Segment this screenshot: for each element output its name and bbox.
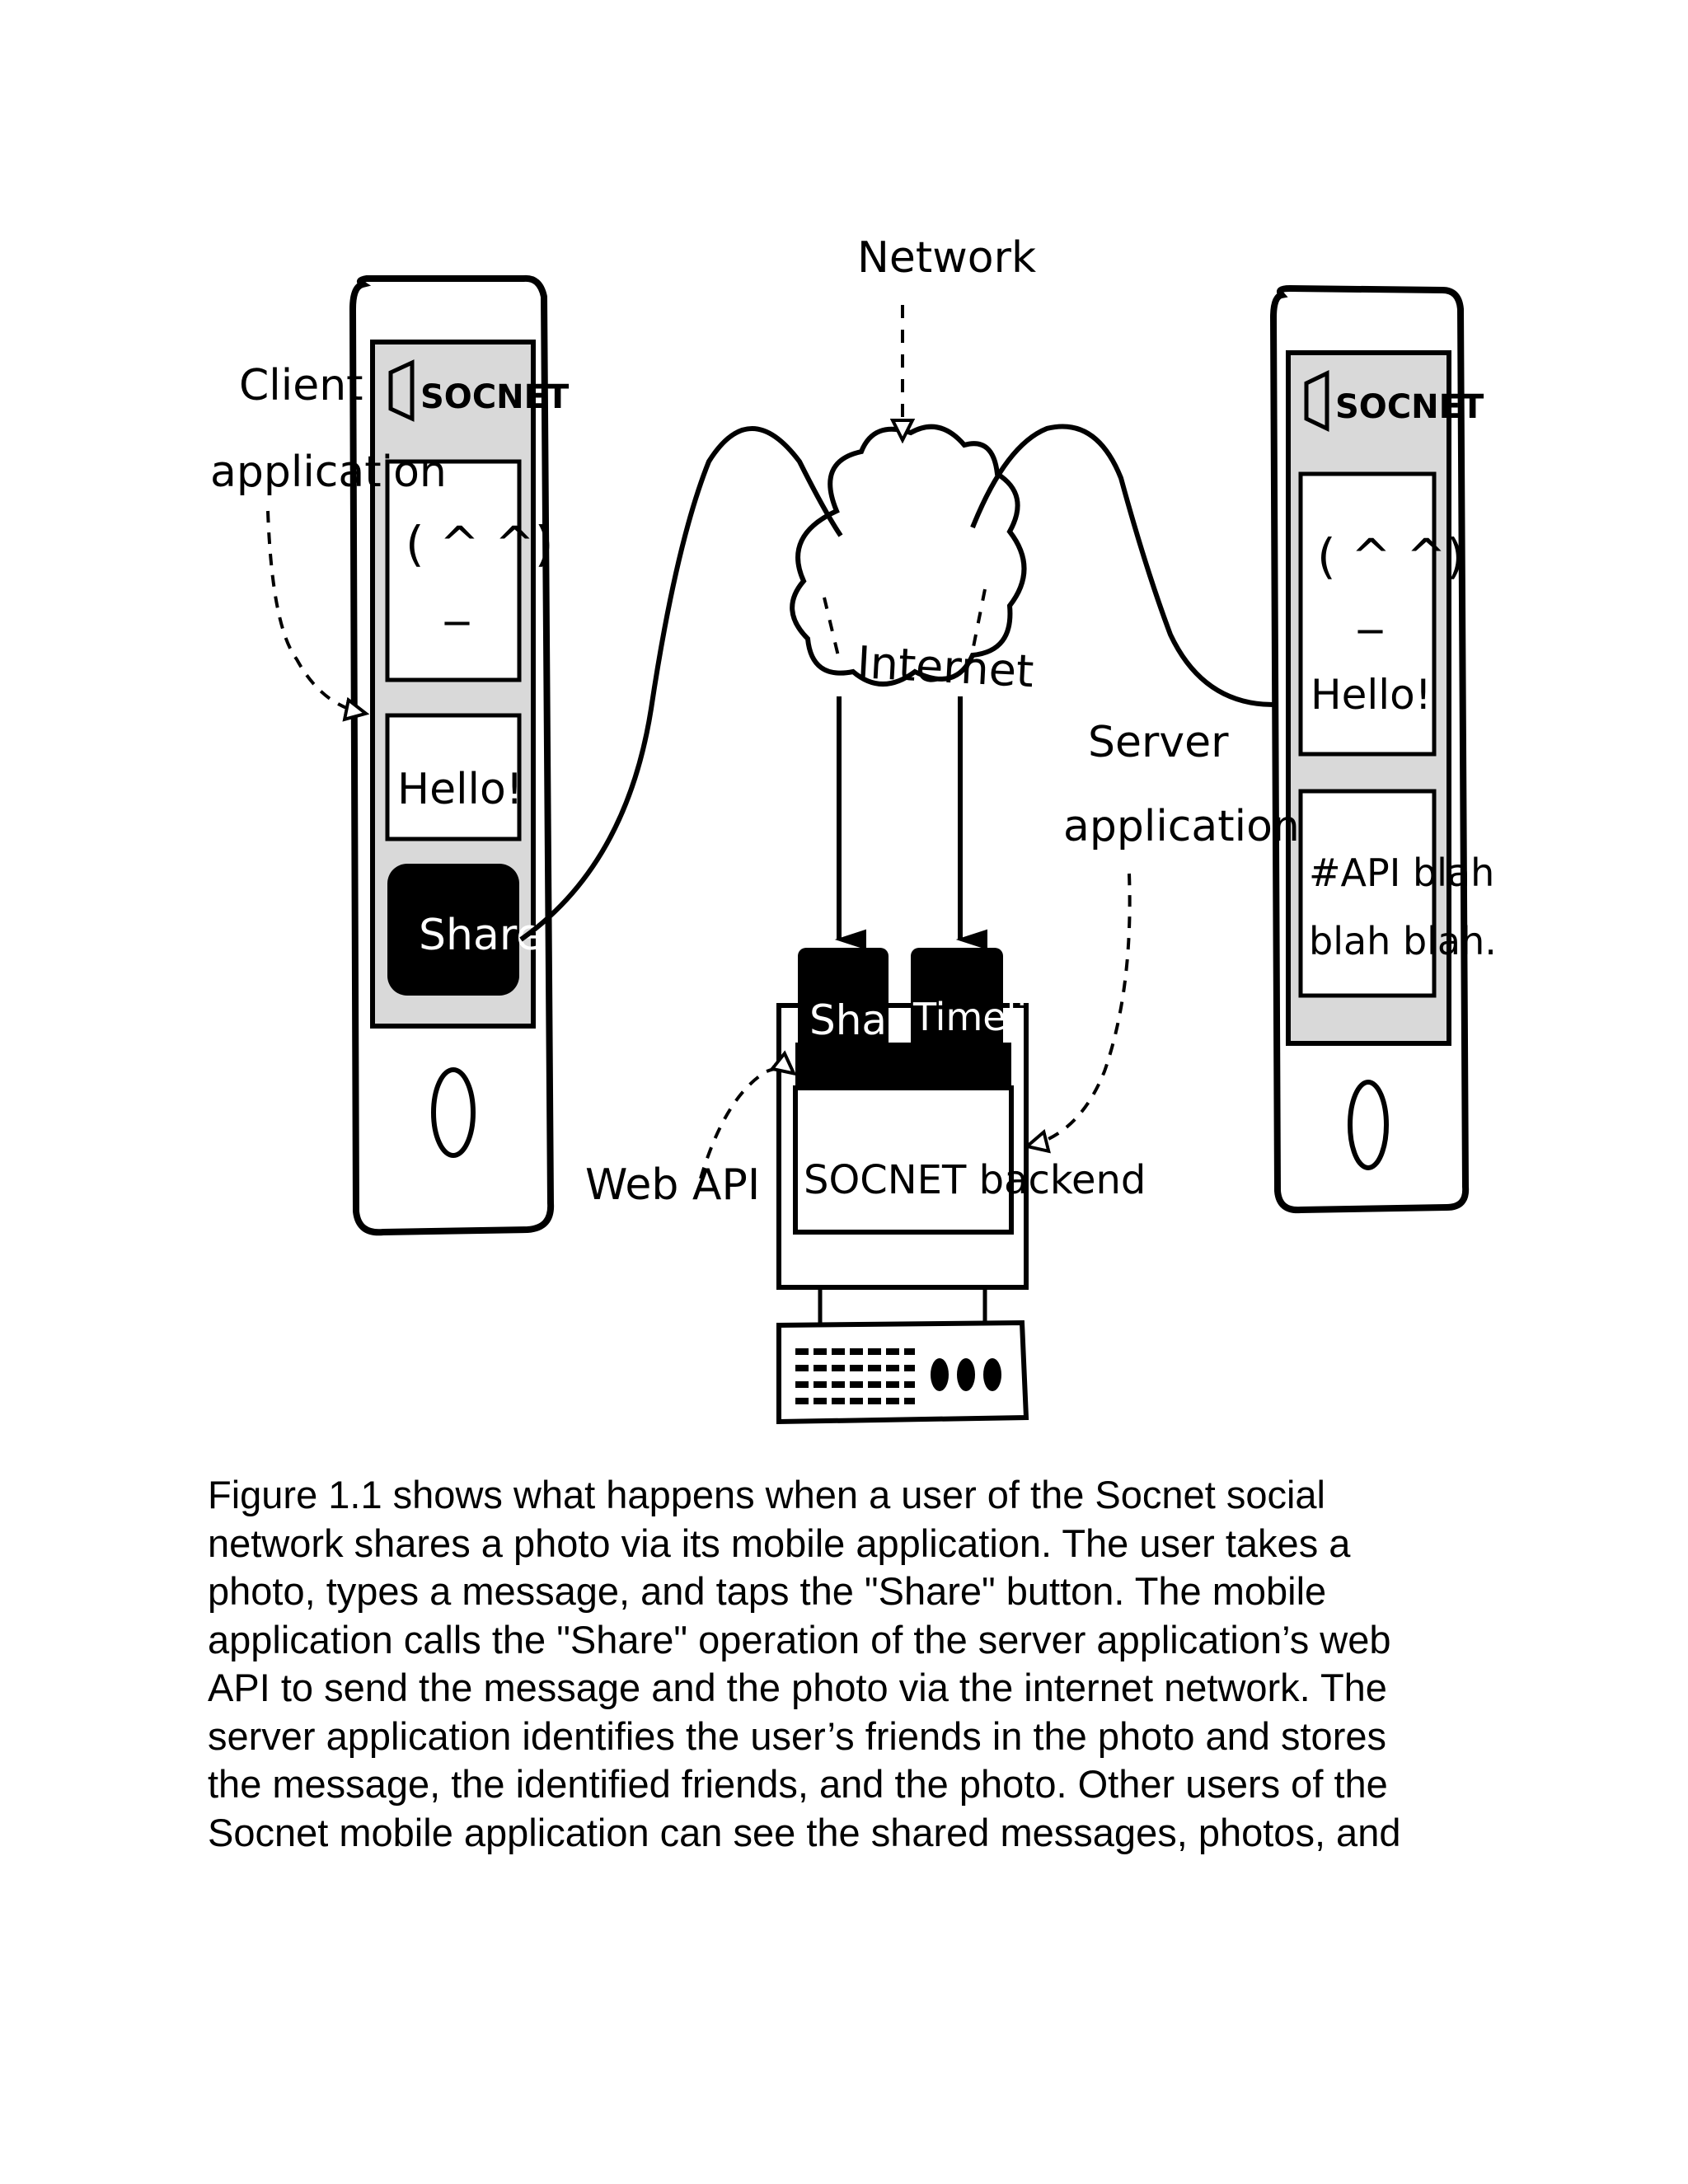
server-light bbox=[957, 1358, 975, 1391]
left-phone-face-mouth: _ bbox=[444, 569, 470, 626]
timeline-operation bbox=[911, 948, 1003, 1063]
client-application-label-line-1: Client bbox=[239, 361, 363, 410]
right-phone-message: Hello! bbox=[1311, 671, 1432, 719]
left-phone-message-box bbox=[385, 713, 522, 841]
client-application-label-line-2: application bbox=[210, 448, 447, 497]
server-rack-vents bbox=[795, 1348, 915, 1404]
server-light bbox=[931, 1358, 949, 1391]
left-phone-face: ( ^ ^) bbox=[406, 516, 553, 572]
right-phone-post-line-2: blah blah. bbox=[1309, 919, 1497, 963]
left-phone-to-cloud-line bbox=[519, 426, 843, 942]
right-phone-face-mouth: _ bbox=[1357, 578, 1383, 634]
right-phone-brand-label: SOCNET bbox=[1335, 388, 1484, 426]
caption-line: application calls the "Share" operation … bbox=[208, 1617, 1391, 1661]
caption-line: the message, the identified friends, and… bbox=[208, 1762, 1388, 1806]
left-phone-photo bbox=[385, 459, 522, 682]
client-application-arrow bbox=[266, 510, 363, 713]
megaphone-icon bbox=[1304, 370, 1329, 432]
web-api-label: Web API bbox=[585, 1160, 760, 1210]
right-phone-post-line-1: #API blah bbox=[1309, 851, 1494, 895]
server: Share Timeline SOCNET backend bbox=[776, 948, 1146, 1425]
caption-line: Figure 1.1 shows what happens when a use… bbox=[208, 1473, 1325, 1516]
internet-label: Internet bbox=[856, 636, 1034, 697]
caption-line: server application identifies the user’s… bbox=[208, 1713, 1386, 1758]
left-phone-share-button bbox=[387, 864, 519, 996]
server-application-label-line-1: Server bbox=[1088, 718, 1229, 767]
caption-line: API to send the message and the photo vi… bbox=[208, 1666, 1387, 1709]
figure-caption-paragraph: Figure 1.1 shows what happens when a use… bbox=[208, 1471, 1493, 1857]
right-phone-brand: SOCNET bbox=[1304, 370, 1484, 432]
internet-cloud: Internet bbox=[790, 424, 1035, 697]
caption-line: photo, types a message, and taps the "Sh… bbox=[208, 1569, 1327, 1613]
web-api-arrow bbox=[699, 1068, 791, 1179]
server-screen bbox=[793, 1085, 1014, 1235]
server-application-label-line-2: application bbox=[1063, 802, 1300, 851]
socnet-architecture-diagram: SOCNET ( ^ ^) _ Hello! Share SOCNET ( ^ … bbox=[210, 233, 1497, 1425]
left-phone-message: Hello! bbox=[397, 765, 523, 814]
timeline-operation-label: Timeline bbox=[912, 995, 1075, 1039]
caption-line: network shares a photo via its mobile ap… bbox=[208, 1521, 1351, 1565]
network-label: Network bbox=[857, 233, 1036, 283]
left-phone: SOCNET ( ^ ^) _ Hello! Share bbox=[349, 274, 570, 1236]
cloud-to-right-phone-line bbox=[970, 424, 1274, 707]
right-phone-post-box bbox=[1298, 789, 1437, 998]
left-phone-home-button bbox=[431, 1067, 476, 1158]
left-phone-share-label: Share bbox=[419, 911, 542, 960]
share-operation bbox=[798, 948, 889, 1063]
left-phone-brand-label: SOCNET bbox=[420, 378, 570, 416]
backend-label: SOCNET backend bbox=[804, 1157, 1146, 1203]
right-phone-photo bbox=[1298, 471, 1437, 757]
server-light bbox=[983, 1358, 1001, 1391]
share-operation-label: Share bbox=[809, 996, 928, 1044]
server-rack bbox=[776, 1319, 1029, 1425]
megaphone-icon bbox=[388, 359, 415, 422]
right-phone-home-button bbox=[1348, 1080, 1389, 1170]
right-phone-face: ( ^ ^) bbox=[1317, 528, 1465, 584]
caption-line: Socnet mobile application can see the sh… bbox=[208, 1810, 1401, 1854]
right-phone: SOCNET ( ^ ^) _ Hello! #API blah blah bl… bbox=[1269, 284, 1497, 1214]
left-phone-brand: SOCNET bbox=[388, 359, 570, 422]
